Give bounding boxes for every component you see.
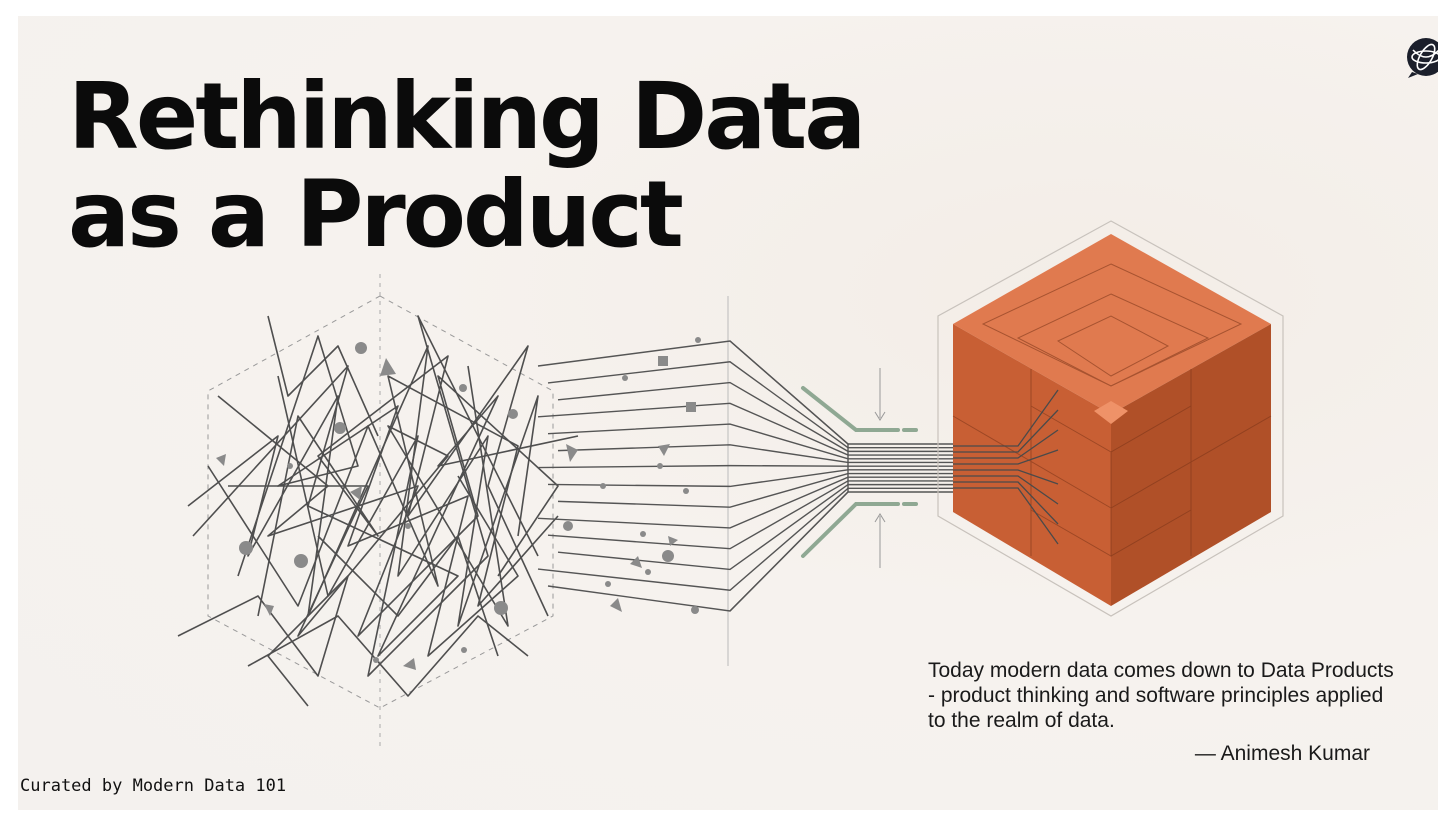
particle	[494, 601, 508, 615]
quote-author: — Animesh Kumar	[1194, 742, 1370, 765]
particle	[640, 531, 646, 537]
particle	[668, 536, 678, 546]
funnel-line	[547, 469, 953, 488]
particle	[622, 375, 628, 381]
chaos-line	[177, 575, 349, 707]
particle	[403, 658, 416, 670]
cube-grid-line	[1016, 293, 1210, 387]
funnel-line	[537, 464, 953, 469]
cube-input-line	[953, 487, 1059, 545]
particle	[658, 356, 668, 366]
funnel-line	[557, 483, 953, 571]
particle	[287, 463, 293, 469]
cube-input-lines	[953, 389, 1059, 545]
cube-input-line	[953, 475, 1059, 505]
funnel-line	[537, 487, 953, 591]
quote-block: Today modern data comes down to Data Pro…	[928, 658, 1398, 766]
cube-grid	[952, 263, 1272, 557]
cube-input-line	[953, 409, 1059, 453]
particles	[216, 337, 701, 670]
particle	[605, 581, 611, 587]
cube-input-line	[953, 469, 1059, 485]
particle	[373, 657, 379, 663]
funnel-line	[547, 491, 953, 612]
particle	[691, 606, 699, 614]
particle	[566, 444, 578, 462]
slide-title: Rethinking Data as a Product	[68, 63, 866, 268]
cube-grid-line	[1056, 315, 1170, 377]
particle	[630, 556, 642, 568]
particle	[355, 342, 367, 354]
cube-input-line	[953, 481, 1059, 525]
cube-input-line	[953, 429, 1059, 459]
particle	[334, 422, 346, 434]
cube-top-face	[953, 234, 1271, 414]
funnel-line	[547, 480, 953, 550]
particle	[686, 402, 696, 412]
upper-bracket	[801, 386, 900, 432]
particle	[695, 337, 701, 343]
title-line-2: as a Product	[68, 161, 684, 268]
cube-input-line	[953, 389, 1059, 447]
cube-socket	[1094, 401, 1128, 424]
cube-left-face	[953, 324, 1111, 606]
particle	[459, 384, 467, 392]
particle	[683, 488, 689, 494]
funnel-line	[557, 472, 953, 508]
chaos-line	[257, 345, 549, 617]
down-arrow-head	[874, 411, 886, 421]
chaos-line	[207, 375, 559, 607]
particle	[350, 486, 362, 500]
cube-grid-line	[952, 415, 1112, 509]
lower-bracket	[801, 502, 900, 558]
particle	[508, 409, 518, 419]
funnel-line	[547, 423, 953, 460]
particle	[600, 483, 606, 489]
funnel-line	[537, 402, 953, 456]
chaos-line	[217, 375, 559, 637]
funnel-edge	[729, 340, 849, 612]
cube-frame	[937, 220, 1284, 617]
funnel-line	[547, 361, 953, 449]
data-product-cube	[952, 234, 1272, 606]
particle	[264, 604, 274, 616]
slide: Rethinking Data as a Product	[18, 16, 1438, 810]
particle	[216, 454, 226, 466]
quote-text: Today modern data comes down to Data Pro…	[928, 659, 1394, 732]
particle	[657, 463, 663, 469]
funnel-line	[557, 444, 953, 464]
particle	[645, 569, 651, 575]
globe-chat-icon	[1407, 38, 1438, 78]
chaos-line	[317, 535, 499, 657]
funnel-lines	[537, 340, 953, 612]
particle	[405, 523, 411, 529]
illustration	[177, 220, 1284, 746]
guide-arrows	[874, 368, 886, 568]
funnel-line	[557, 381, 953, 453]
curated-credit: Curated by Modern Data 101	[20, 776, 287, 796]
particle	[380, 358, 396, 376]
particle	[239, 541, 253, 555]
particle	[294, 554, 308, 568]
funnel-line	[537, 476, 953, 529]
chaos-line	[228, 365, 509, 637]
cube-input-line	[953, 449, 1059, 465]
up-arrow-head	[874, 513, 886, 523]
title-line-1: Rethinking Data	[68, 63, 866, 170]
particle	[658, 444, 670, 456]
particle	[563, 521, 573, 531]
particle	[662, 550, 674, 562]
particle	[461, 647, 467, 653]
chaos-line	[192, 365, 579, 657]
particle	[610, 598, 622, 612]
chaos-line	[247, 615, 529, 697]
chaos-line	[267, 315, 379, 437]
cube-grid-line	[1110, 405, 1192, 557]
chaos-lines	[177, 315, 579, 707]
